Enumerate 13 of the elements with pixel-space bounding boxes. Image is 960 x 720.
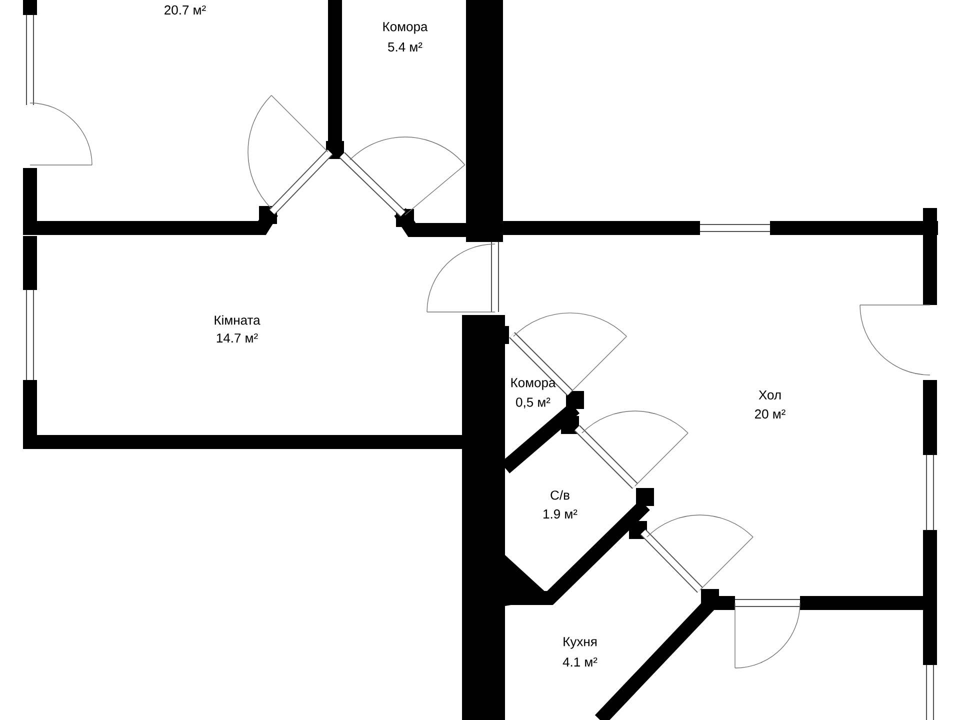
- room-area: 14.7 м²: [216, 333, 258, 342]
- room-name: Кухня: [564, 637, 596, 649]
- room-area: 1.9 м²: [544, 509, 578, 519]
- room-area: 4.1 м²: [562, 658, 598, 666]
- room-area: 0,5 м²: [516, 398, 550, 408]
- room-area: 5.4 м²: [388, 42, 422, 52]
- room-name: Хол: [758, 390, 781, 400]
- room-name: С/в: [550, 490, 570, 500]
- room-area: 20 м²: [755, 409, 786, 419]
- room-name: Комора: [511, 378, 556, 390]
- room-name: Кімната: [214, 315, 260, 325]
- room-area: 20.7 м²: [164, 5, 206, 15]
- room-name: Комора: [383, 22, 428, 34]
